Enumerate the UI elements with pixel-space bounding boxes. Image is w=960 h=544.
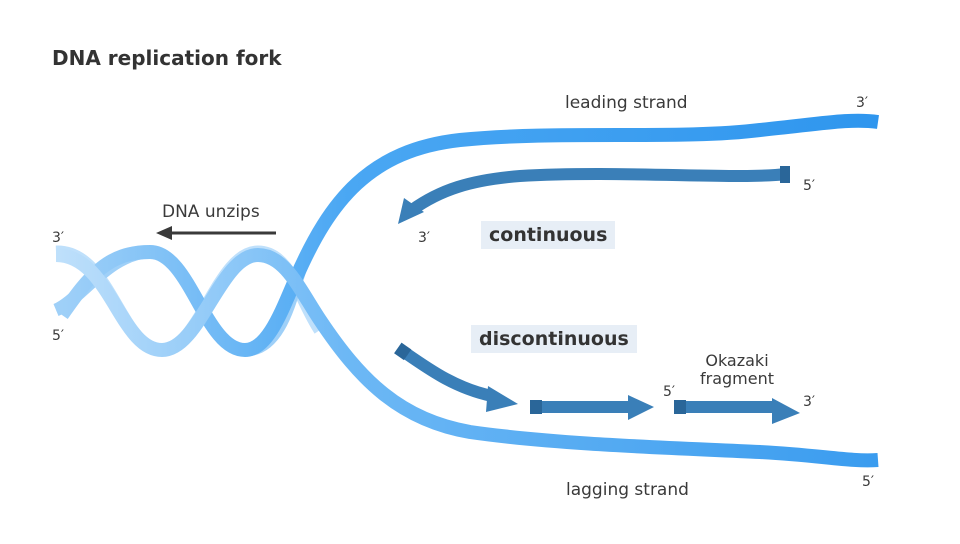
okazaki-fragment-2 xyxy=(530,401,630,413)
leading-strand-label: leading strand xyxy=(565,93,688,113)
diagram-title: DNA replication fork xyxy=(52,46,282,70)
unzip-arrowhead xyxy=(156,226,172,240)
okazaki-fragment-label: Okazaki fragment xyxy=(682,352,792,388)
end-fragment-start: 5′ xyxy=(663,384,676,400)
end-new-leading-right: 5′ xyxy=(803,178,816,194)
new-leading-strand xyxy=(408,168,787,215)
end-helix-bottom-left: 5′ xyxy=(52,328,65,344)
okazaki-fragment-1 xyxy=(400,347,494,402)
fragment-1-cap xyxy=(394,342,412,361)
continuous-label: continuous xyxy=(481,221,616,249)
end-leading-top-right: 3′ xyxy=(856,95,869,111)
end-new-leading-left: 3′ xyxy=(418,230,431,246)
end-fragment-end: 3′ xyxy=(803,394,816,410)
okazaki-fragment-3 xyxy=(674,401,774,413)
discontinuous-label: discontinuous xyxy=(471,325,637,353)
fragment-3-cap xyxy=(674,400,686,414)
end-helix-top-left: 3′ xyxy=(52,230,65,246)
end-lagging-bottom-right: 5′ xyxy=(862,474,875,490)
lagging-strand-label: lagging strand xyxy=(566,480,689,500)
fragment-3-arrowhead xyxy=(772,398,800,424)
fragment-2-arrowhead xyxy=(628,395,654,420)
dna-unzips-label: DNA unzips xyxy=(162,202,260,222)
leading-5prime-cap xyxy=(780,166,790,183)
fragment-1-arrowhead xyxy=(486,386,518,412)
lagging-template-strand xyxy=(55,247,879,468)
okazaki-label-line2: fragment xyxy=(699,369,774,388)
okazaki-label-line1: Okazaki xyxy=(705,351,769,370)
leading-template-strand xyxy=(56,113,879,358)
fragment-2-cap xyxy=(530,400,542,414)
leading-arrowhead xyxy=(398,198,424,224)
